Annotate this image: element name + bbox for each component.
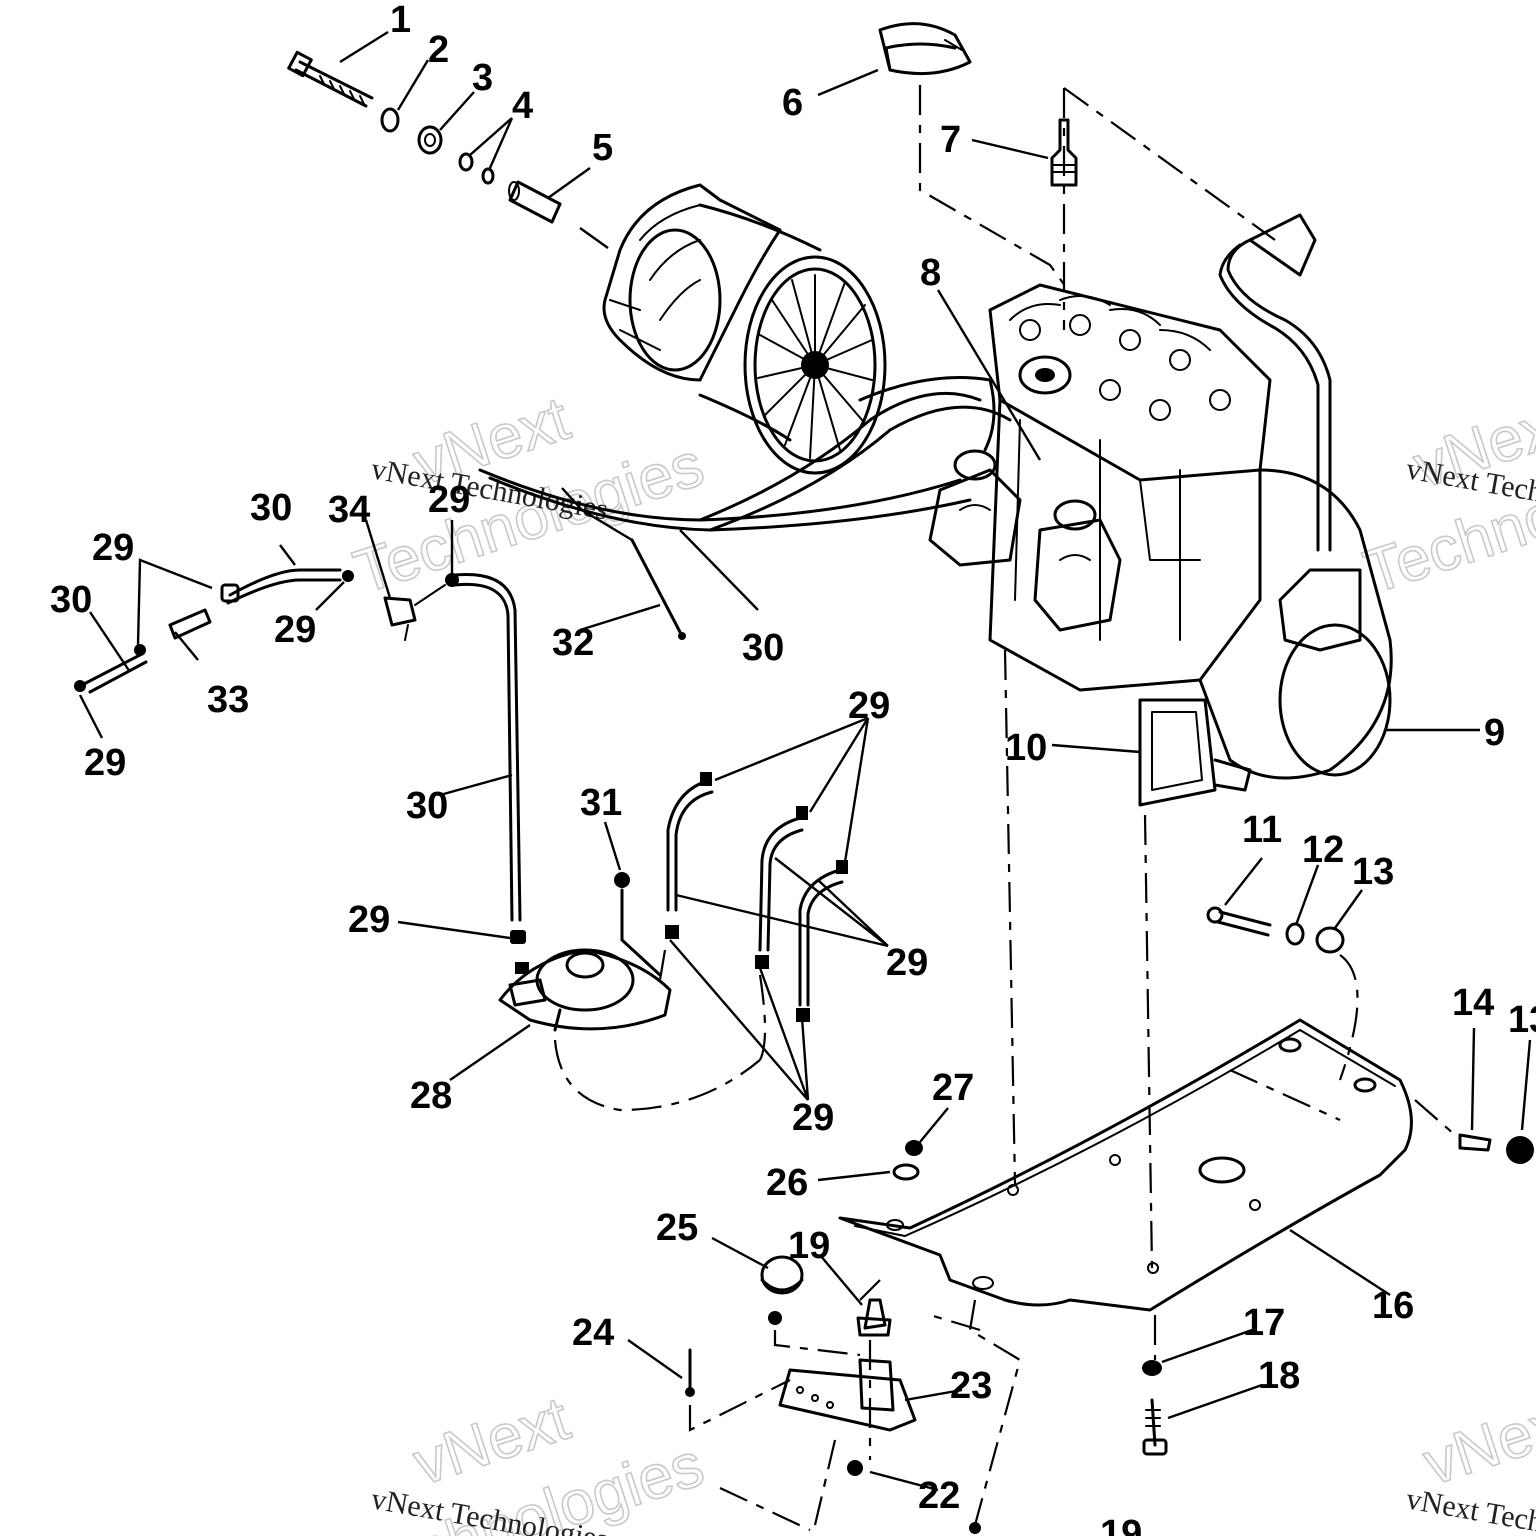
engine-assembly (928, 283, 1393, 807)
filler-cap (878, 22, 972, 76)
callout-label: 2 (428, 29, 449, 71)
spark-plug-cap-wire (1218, 213, 1332, 552)
fuel-pump (498, 948, 761, 1112)
callout-label: 32 (552, 622, 594, 664)
callout-label: 26 (766, 1162, 808, 1204)
callout-label: 8 (920, 252, 941, 294)
callout-label: 12 (1302, 829, 1344, 871)
callout-label: 11 (1242, 809, 1282, 851)
mount-hardware-lower (685, 1140, 1022, 1534)
clutch-spokes (757, 274, 873, 459)
callout-label: 29 (848, 685, 890, 727)
callout-label: 30 (250, 487, 292, 529)
watermark-small-text: vNext Technologies (1404, 1482, 1536, 1536)
drive-clutch-bolt-stack (287, 50, 562, 224)
callout-label: 30 (406, 785, 448, 827)
callout-label: 23 (950, 1365, 992, 1407)
watermark-large-line-1: vNext (1415, 1384, 1536, 1499)
bolt-33 (630, 538, 686, 640)
callout-label: 28 (410, 1075, 452, 1117)
fuel-lines-right (614, 772, 848, 1061)
callout-label: 13 (1352, 851, 1394, 893)
callout-label: 29 (274, 609, 316, 651)
callout-label: 33 (207, 679, 249, 721)
callout-label: 13 (1508, 999, 1536, 1041)
callout-label: 14 (1452, 982, 1494, 1024)
callout-label: 5 (592, 127, 613, 169)
callout-labels: 1 2 3 4 5 6 7 8 9 10 11 12 13 14 13 16 1… (50, 0, 1536, 1536)
callout-label: 18 (1258, 1355, 1300, 1397)
callout-label: 31 (580, 782, 622, 824)
callout-label: 3 (472, 57, 493, 99)
callout-label: 22 (918, 1475, 960, 1517)
callout-label: 29 (428, 479, 470, 521)
callout-label: 29 (348, 899, 390, 941)
callout-label: 7 (940, 119, 961, 161)
assembly-center-lines (918, 85, 1276, 1360)
callout-label: 29 (886, 942, 928, 984)
fuel-lines-left (74, 568, 526, 944)
callout-label: 4 (512, 85, 533, 127)
callout-label: 30 (50, 579, 92, 621)
callout-label: 25 (656, 1207, 698, 1249)
callout-label: 29 (792, 1097, 834, 1139)
callout-label: 9 (1484, 712, 1505, 754)
callout-label: 19 (1100, 1513, 1142, 1536)
callout-label: 34 (328, 489, 370, 531)
callout-label: 17 (1243, 1302, 1285, 1344)
callout-label: 29 (84, 742, 126, 784)
callout-label: 10 (1005, 727, 1047, 769)
engine-mount-plate (838, 1018, 1413, 1312)
leader-lines (78, 30, 1532, 1492)
callout-label: 1 (390, 0, 411, 41)
callout-label: 16 (1372, 1285, 1414, 1327)
mount-bolts-right (1142, 906, 1534, 1456)
drive-clutch (602, 183, 887, 475)
callout-label: 30 (742, 627, 784, 669)
callout-label: 19 (788, 1225, 830, 1267)
callout-label: 29 (92, 527, 134, 569)
throttle-cables (478, 376, 1012, 532)
callout-label: 24 (572, 1312, 614, 1354)
callout-label: 27 (932, 1067, 974, 1109)
callout-label: 6 (782, 82, 803, 124)
